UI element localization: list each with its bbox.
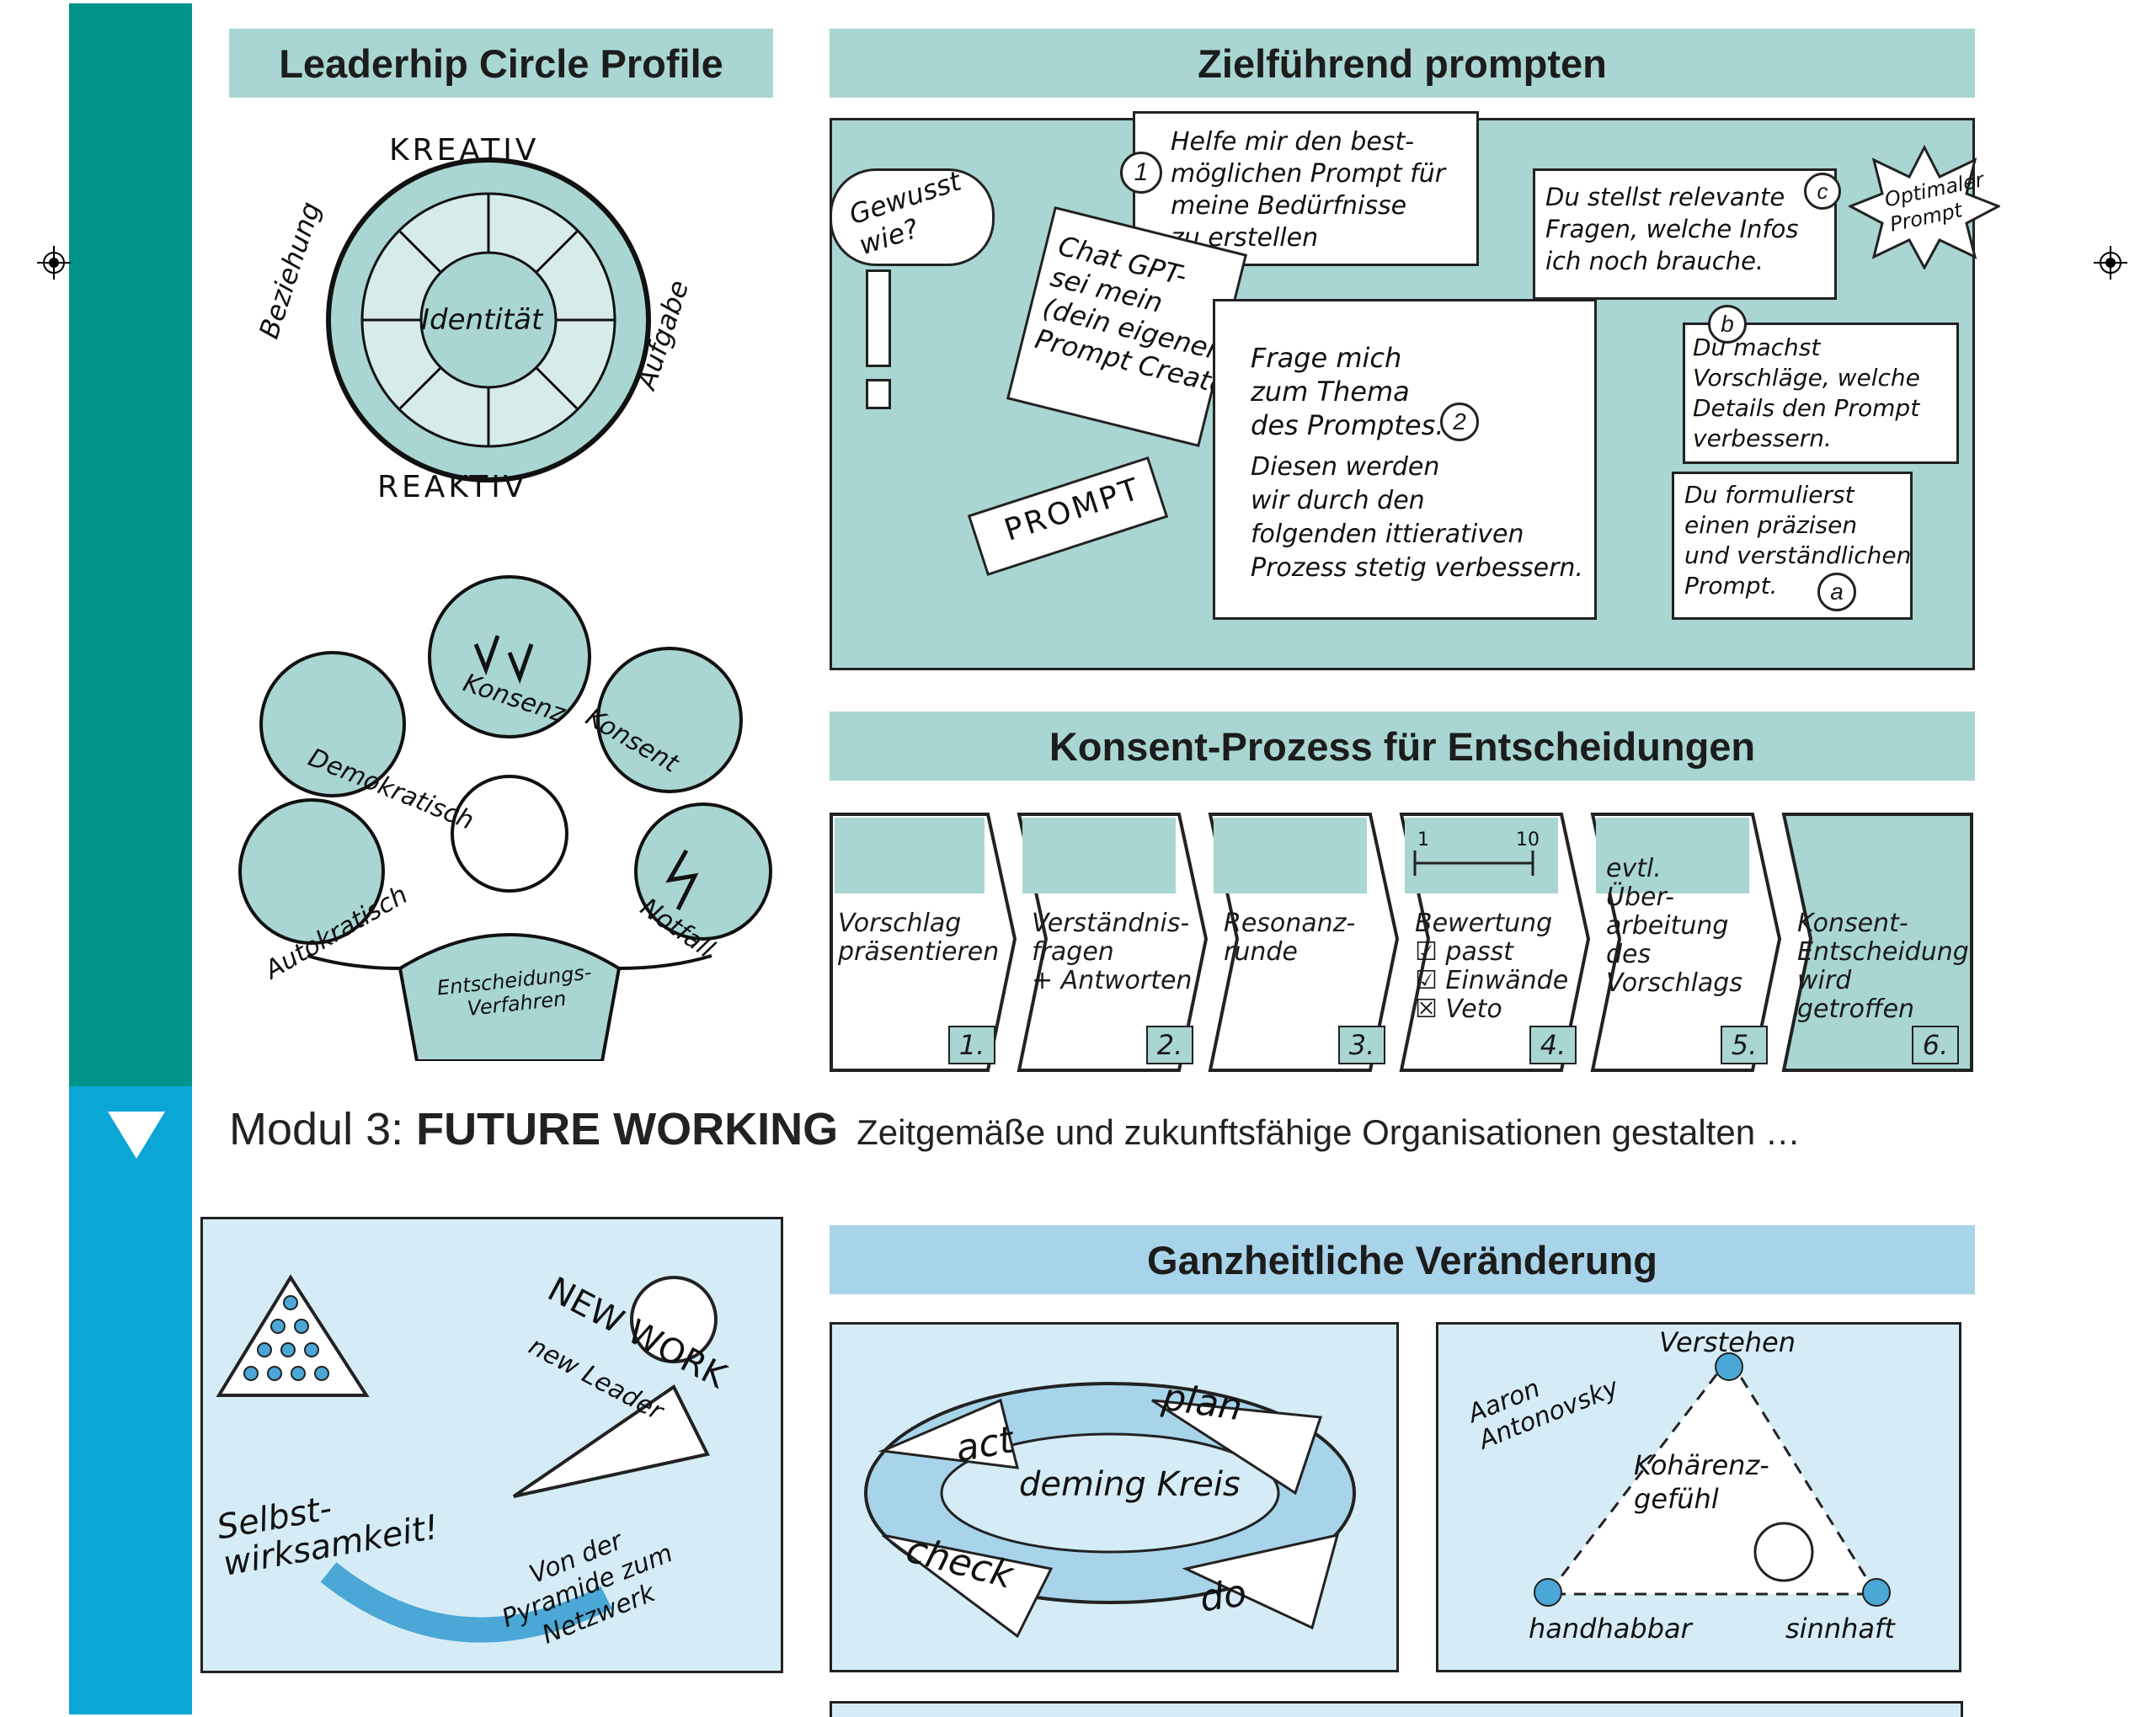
prompt-card-c-text: Du stellst relevante Fragen, welche Info… — [1545, 183, 1799, 275]
konsent-scale-max: 10 — [1516, 829, 1540, 851]
exclamation-dot-icon — [866, 379, 891, 409]
circle-label-top: KREATIV — [389, 133, 540, 168]
konsent-step-2: Verständnis- fragen + Antworten 2. — [1023, 817, 1209, 1069]
registration-mark-icon — [37, 246, 71, 280]
prompt-card-a-number: a — [1817, 573, 1856, 611]
konsent-step-label: Konsent- Entscheidung wird getroffen — [1797, 909, 1969, 1024]
modul-heading: Modul 3: FUTURE WORKING Zeitgemäße und zu… — [229, 1103, 1801, 1155]
newwork-illustration — [216, 1274, 718, 1643]
decision-procedures-illustration — [238, 575, 772, 1061]
prompt-step-2-number: 2 — [1440, 403, 1479, 441]
konsent-step-number: 5. — [1721, 1026, 1768, 1064]
antonovsky-right: sinnhaft — [1785, 1613, 1895, 1645]
konsent-step-3: Resonanz- runde 3. — [1215, 817, 1401, 1069]
konsent-scale-min: 1 — [1417, 829, 1429, 851]
konsent-step-label: Resonanz- runde — [1224, 909, 1356, 967]
modul-name: FUTURE WORKING — [416, 1104, 839, 1154]
prompt-card-c — [1533, 168, 1837, 300]
modul-subtitle: Zeitgemäße und zukunftsfähige Organisati… — [857, 1112, 1801, 1152]
leadership-title: Leaderhip Circle Profile — [229, 29, 773, 98]
leadership-circle-illustration — [326, 157, 651, 483]
prompt-card-b-text: Du machst Vorschläge, welche Details den… — [1693, 333, 1920, 452]
section-band-teal — [69, 0, 192, 1086]
triangle-down-icon — [108, 1112, 165, 1159]
konsent-step-1: Vorschlag präsentieren 1. — [830, 817, 1011, 1069]
konsent-step-label: Verständnis- fragen + Antworten — [1032, 909, 1193, 995]
circle-label-center: Identität — [421, 303, 543, 337]
prompt-card-a — [1672, 472, 1913, 620]
deming-cycle-illustration — [864, 1382, 1356, 1639]
prompt-card-b — [1683, 323, 1959, 464]
circle-label-bottom: REAKTIV — [377, 470, 528, 504]
konsent-step-6: Konsent- Entscheidung wird getroffen 6. — [1789, 817, 1974, 1069]
konsent-step-label: Vorschlag präsentieren — [838, 909, 1000, 967]
prompt-card-a-text: Du formulierst einen präzisen und verstä… — [1684, 481, 1912, 600]
prompt-card-1 — [1133, 111, 1479, 266]
next-panel-edge — [830, 1701, 1963, 1717]
exclamation-icon — [866, 269, 891, 367]
prompt-speech-bubble — [830, 168, 995, 266]
konsent-step-number: 1. — [948, 1026, 995, 1064]
deming-center: deming Kreis — [1019, 1465, 1241, 1504]
prompt-step-2-card — [1213, 299, 1597, 620]
antonovsky-left: handhabbar — [1529, 1613, 1692, 1645]
konsent-title: Konsent-Prozess für Entscheidungen — [830, 712, 1975, 781]
registration-mark-icon — [2094, 246, 2127, 280]
ganz-title: Ganzheitliche Veränderung — [830, 1225, 1975, 1294]
prompt-card-b-number: b — [1708, 305, 1747, 344]
konsent-step-number: 2. — [1146, 1026, 1193, 1064]
prompt-card-1-text: Helfe mir den best- möglichen Prompt für… — [1171, 127, 1446, 253]
section-band-blue — [69, 1086, 192, 1714]
deming-do: do — [1197, 1571, 1250, 1621]
prompt-card-c-number: c — [1804, 173, 1841, 210]
konsent-step-label: evtl. Über- arbeitung des Vorschlags — [1606, 854, 1742, 998]
prompt-step-2-text: Frage mich zum Thema des Promptes. — [1251, 342, 1444, 441]
optimal-prompt-star-icon — [1849, 144, 2000, 269]
konsent-step-5: evtl. Über- arbeitung des Vorschlags 5. — [1598, 817, 1783, 1069]
prompt-title: Zielführend prompten — [830, 29, 1975, 98]
antonovsky-top: Verstehen — [1659, 1326, 1796, 1358]
prompt-card-1-number: 1 — [1120, 152, 1162, 194]
konsent-step-4: Bewertung ☑ passt ☑ Einwände ☒ Veto 4. — [1406, 817, 1592, 1069]
konsent-steps-shapes — [830, 813, 1973, 1072]
prompt-step-2b-text: Diesen werden wir durch den folgenden it… — [1251, 452, 1583, 583]
antonovsky-triangle-illustration — [1534, 1352, 1891, 1607]
modul-prefix: Modul 3: — [229, 1104, 417, 1154]
konsent-step-number: 6. — [1912, 1026, 1959, 1064]
antonovsky-center: Kohärenz- gefühl — [1634, 1449, 1769, 1515]
konsent-step-number: 3. — [1338, 1026, 1385, 1064]
konsent-step-label: Bewertung ☑ passt ☑ Einwände ☒ Veto — [1415, 909, 1569, 1024]
konsent-step-number: 4. — [1529, 1026, 1577, 1064]
